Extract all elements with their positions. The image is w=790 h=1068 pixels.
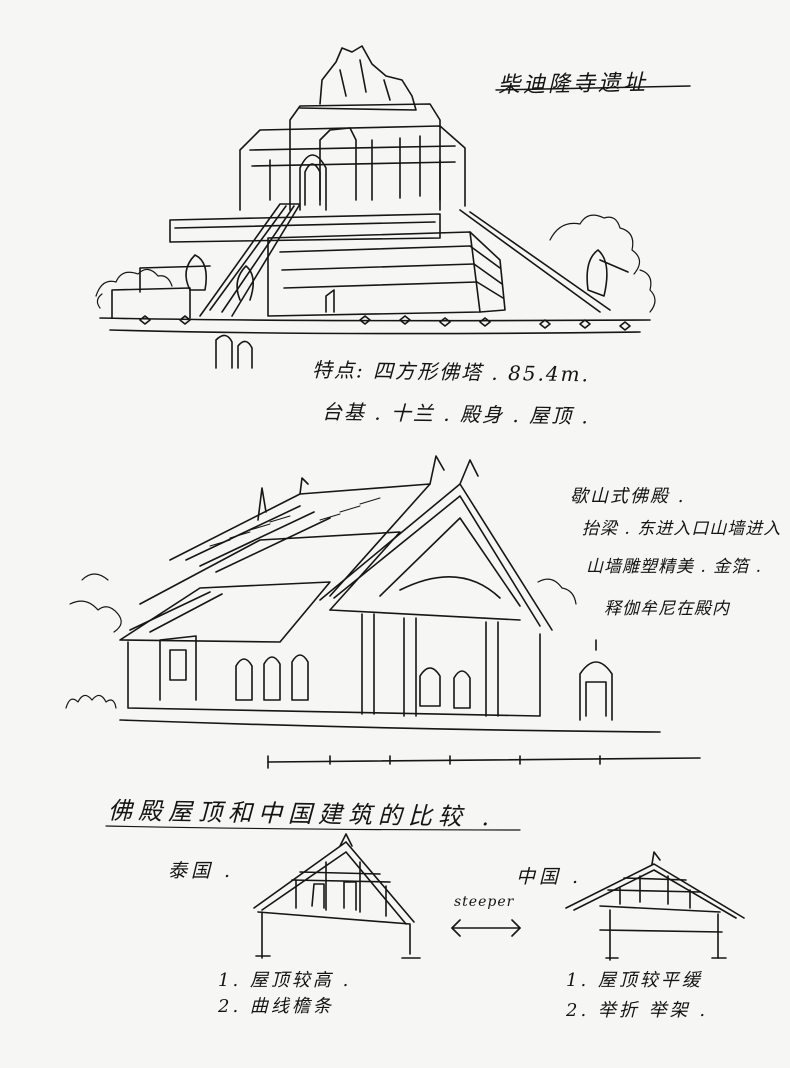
thai-roof-section (253, 833, 421, 959)
china-label: 中国 . (516, 866, 583, 888)
hall-note-gable: 山墙雕塑精美 . 金箔 . (586, 557, 763, 577)
pagoda-ruin-sketch (95, 45, 656, 369)
china-point-1: 1. 屋顶较平缓 (566, 970, 703, 991)
steeper-label: steeper (454, 894, 515, 910)
pagoda-feature-note: 特点: 四方形佛塔 . 85.4m. (311, 357, 591, 387)
china-point-2: 2. 举折 举架 . (566, 1000, 709, 1021)
hall-note-style: 歇山式佛殿 . (570, 486, 686, 507)
temple-hall-sketch (65, 455, 701, 769)
comparison-heading: 佛殿屋顶和中国建筑的比较 . (107, 796, 496, 832)
thai-point-2: 2. 曲线檐条 (218, 996, 334, 1017)
hall-note-buddha: 释伽牟尼在殿内 (604, 599, 730, 619)
thai-point-1: 1. 屋顶较高 . (218, 970, 352, 991)
pagoda-parts-note: 台基 . 十兰 . 殿身 . 屋顶 . (321, 399, 591, 429)
sketch-title: 柴迪隆寺遗址 (497, 70, 649, 99)
thai-label: 泰国 . (168, 860, 235, 882)
hall-note-entry: 抬梁 . 东进入口山墙进入 (582, 519, 782, 539)
comparison-arrow (451, 919, 521, 937)
chinese-roof-section (565, 851, 745, 961)
